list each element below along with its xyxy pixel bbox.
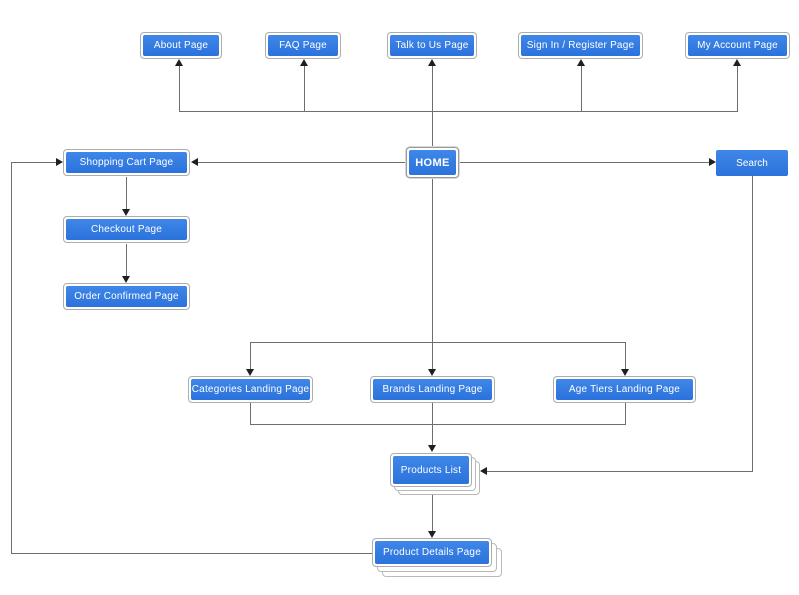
node-label: Talk to Us Page xyxy=(390,35,474,56)
connector-to-signin xyxy=(581,65,582,111)
node-label: Shopping Cart Page xyxy=(66,152,187,173)
connector-to-about xyxy=(179,65,180,111)
node-order-confirmed-page[interactable]: Order Confirmed Page xyxy=(63,283,190,310)
connector-home-down xyxy=(432,178,433,342)
node-label: Categories Landing Page xyxy=(191,379,310,400)
arrowhead-into-checkout xyxy=(122,209,130,216)
arrowhead-into-faq xyxy=(300,59,308,66)
connector-search-down xyxy=(752,176,753,471)
node-about-page[interactable]: About Page xyxy=(140,32,222,59)
connector-landing-collector xyxy=(250,424,626,425)
node-label: HOME xyxy=(409,150,456,175)
node-shopping-cart-page[interactable]: Shopping Cart Page xyxy=(63,149,190,176)
node-label: My Account Page xyxy=(688,35,787,56)
arrowhead-into-categories xyxy=(246,369,254,376)
connector-top-rail xyxy=(179,111,738,112)
node-brands-landing-page[interactable]: Brands Landing Page xyxy=(370,376,495,403)
connector-to-categories xyxy=(250,342,251,370)
connector-checkout-to-order xyxy=(126,244,127,277)
arrowhead-into-productslist-right xyxy=(480,467,487,475)
connector-to-agetiers xyxy=(625,342,626,370)
connector-search-to-productslist xyxy=(487,471,753,472)
connector-productslist-down xyxy=(432,490,433,532)
node-sign-in-register-page[interactable]: Sign In / Register Page xyxy=(518,32,643,59)
node-label: About Page xyxy=(143,35,219,56)
node-talk-to-us-page[interactable]: Talk to Us Page xyxy=(387,32,477,59)
node-categories-landing-page[interactable]: Categories Landing Page xyxy=(188,376,313,403)
connector-details-feedback-h xyxy=(11,553,372,554)
node-label: FAQ Page xyxy=(268,35,338,56)
node-label: Checkout Page xyxy=(66,219,187,240)
node-product-details-page[interactable]: Product Details Page xyxy=(372,538,492,567)
node-label: Product Details Page xyxy=(375,541,489,564)
connector-to-account xyxy=(737,65,738,111)
arrowhead-into-agetiers xyxy=(621,369,629,376)
node-label: Products List xyxy=(393,456,469,484)
arrowhead-into-about xyxy=(175,59,183,66)
connector-landing-branch xyxy=(250,342,626,343)
node-label: Order Confirmed Page xyxy=(66,286,187,307)
node-my-account-page[interactable]: My Account Page xyxy=(685,32,790,59)
node-label: Search xyxy=(736,157,768,169)
arrowhead-into-order xyxy=(122,276,130,283)
node-search[interactable]: Search xyxy=(716,150,788,176)
node-home[interactable]: HOME xyxy=(406,147,459,178)
node-label: Age Tiers Landing Page xyxy=(556,379,693,400)
arrowhead-into-search xyxy=(709,158,716,166)
node-label: Sign In / Register Page xyxy=(521,35,640,56)
node-checkout-page[interactable]: Checkout Page xyxy=(63,216,190,243)
node-age-tiers-landing-page[interactable]: Age Tiers Landing Page xyxy=(553,376,696,403)
arrowhead-into-brands xyxy=(428,369,436,376)
connector-categories-down xyxy=(250,403,251,425)
node-faq-page[interactable]: FAQ Page xyxy=(265,32,341,59)
connector-to-faq xyxy=(304,65,305,111)
connector-details-feedback-v xyxy=(11,162,12,554)
connector-agetiers-down xyxy=(625,403,626,425)
arrowhead-into-talk xyxy=(428,59,436,66)
arrowhead-into-productslist xyxy=(428,445,436,452)
connector-home-to-search xyxy=(459,162,711,163)
node-label: Brands Landing Page xyxy=(373,379,492,400)
arrowhead-into-signin xyxy=(577,59,585,66)
arrowhead-into-cart-right xyxy=(191,158,198,166)
connector-feedback-to-cart xyxy=(11,162,57,163)
connector-to-brands xyxy=(432,342,433,370)
arrowhead-into-details xyxy=(428,531,436,538)
arrowhead-into-account xyxy=(733,59,741,66)
connector-cart-to-checkout xyxy=(126,177,127,210)
connector-to-productslist xyxy=(432,403,433,447)
node-products-list[interactable]: Products List xyxy=(390,453,472,487)
arrowhead-into-cart-left xyxy=(56,158,63,166)
connector-home-to-cart xyxy=(197,162,406,163)
connector-home-to-talk xyxy=(432,65,433,147)
